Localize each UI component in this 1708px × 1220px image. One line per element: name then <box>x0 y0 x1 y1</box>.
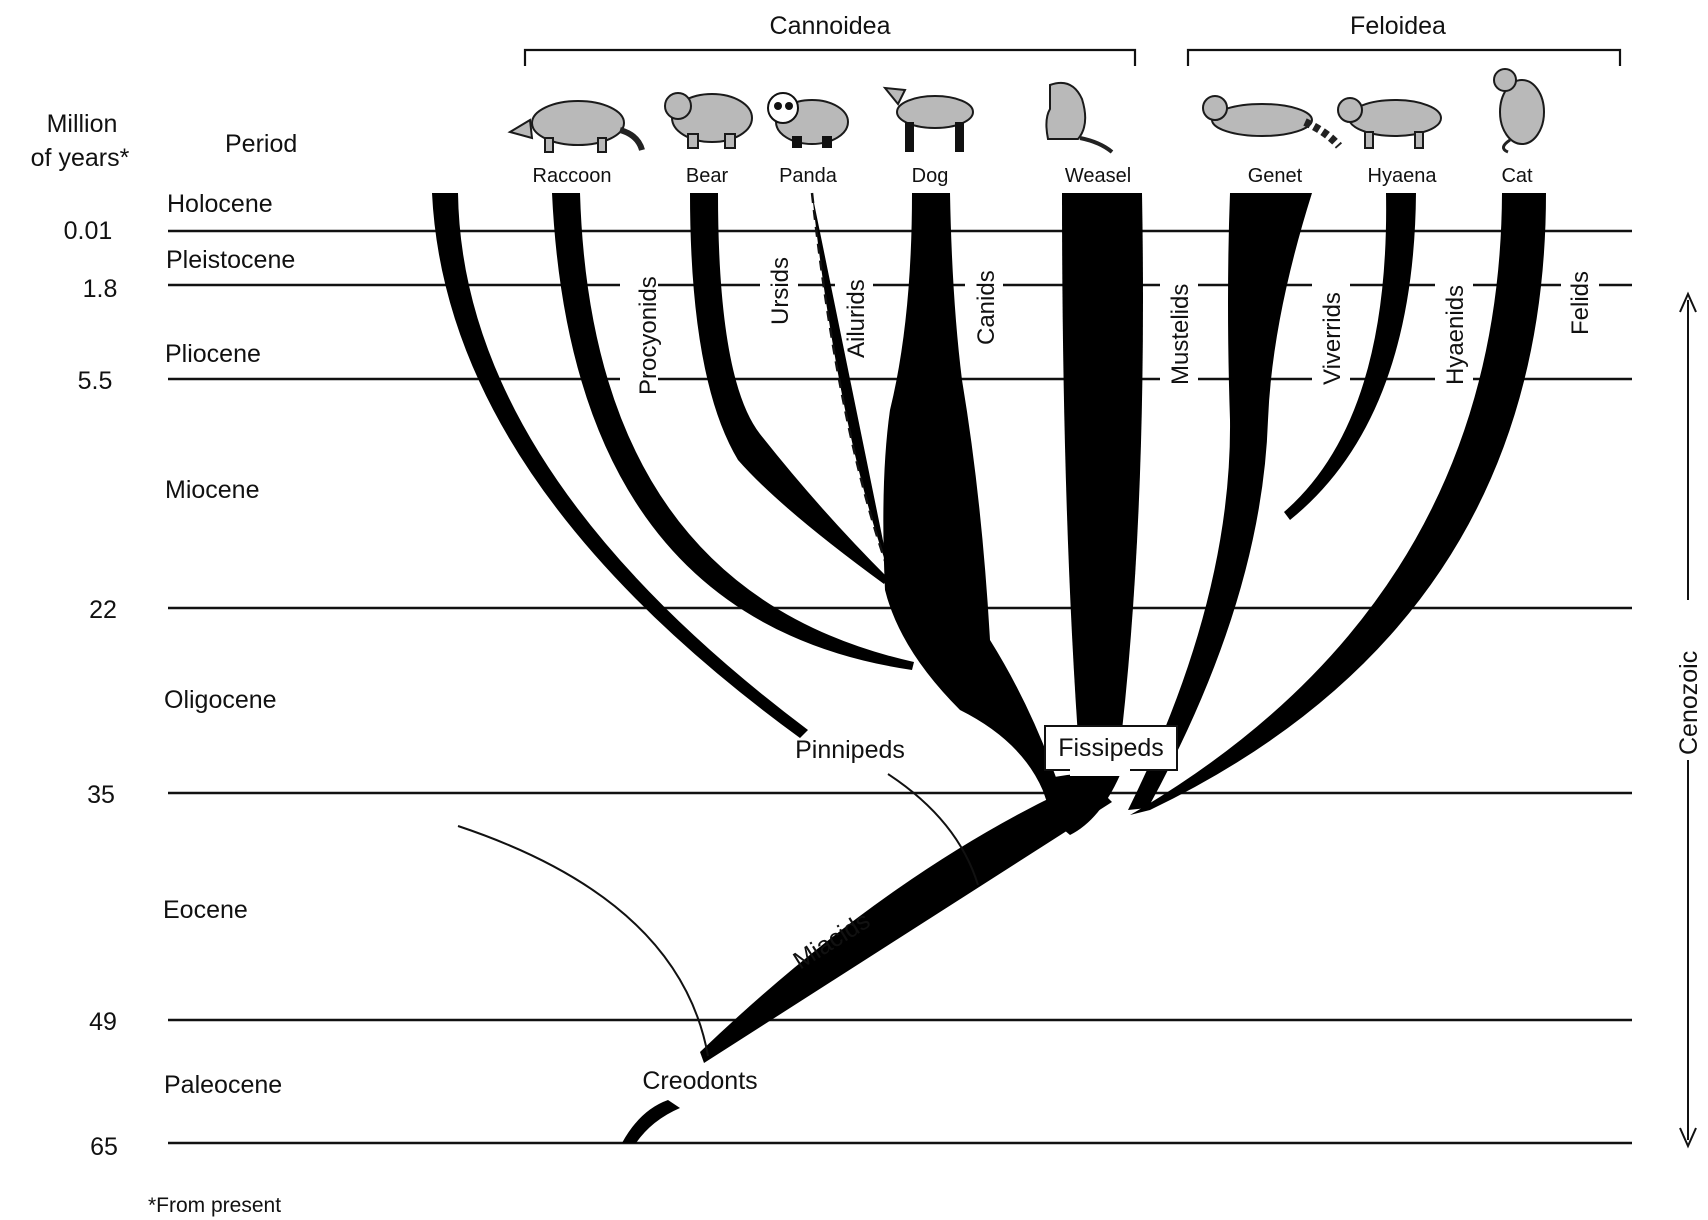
animal-name-bear: Bear <box>686 165 729 187</box>
age-49: 49 <box>89 1008 117 1036</box>
age-22: 22 <box>89 596 117 624</box>
miacid-trunk <box>700 790 1112 1063</box>
animal-name-dog: Dog <box>912 165 949 187</box>
weasel-illustration <box>1046 83 1112 152</box>
animal-name-hyaena: Hyaena <box>1368 165 1438 187</box>
cannoidea-bracket <box>525 50 1135 66</box>
age-5-5: 5.5 <box>78 367 113 395</box>
family-label-ursids: Ursids <box>767 257 794 325</box>
bear-illustration <box>665 93 752 148</box>
period-name-paleocene: Paleocene <box>164 1071 282 1099</box>
genet-illustration <box>1203 96 1339 146</box>
group-label-fissipeds: Fissipeds <box>1058 734 1164 762</box>
dog-illustration <box>885 88 973 152</box>
group-label-pinnipeds: Pinnipeds <box>795 736 905 764</box>
cannoidea-label: Cannoidea <box>770 12 891 40</box>
animal-name-panda: Panda <box>779 165 838 187</box>
group-label-creodonts: Creodonts <box>642 1067 757 1095</box>
creodont-curve <box>458 826 708 1056</box>
family-label-procyonids: Procyonids <box>635 276 662 395</box>
cat-illustration <box>1494 69 1544 152</box>
raccoon-illustration <box>510 101 642 152</box>
feloidea-label: Feloidea <box>1350 12 1446 40</box>
panda-illustration <box>768 93 848 148</box>
period-name-eocene: Eocene <box>163 896 248 924</box>
family-label-viverrids: Viverrids <box>1319 292 1346 385</box>
family-label-ailurids: Ailurids <box>843 279 870 358</box>
creodont-stem <box>622 1100 680 1143</box>
age-heading-line-2: of years* <box>31 144 130 172</box>
age-1-8: 1.8 <box>83 275 118 303</box>
period-name-oligocene: Oligocene <box>164 686 277 714</box>
age-65: 65 <box>90 1133 118 1161</box>
age-heading-line-1: Million <box>47 110 118 138</box>
period-name-pleistocene: Pleistocene <box>166 246 295 274</box>
footnote: *From present <box>148 1194 281 1217</box>
family-label-canids: Canids <box>973 270 1000 345</box>
hyaena-illustration <box>1338 98 1441 148</box>
animal-name-genet: Genet <box>1248 165 1303 187</box>
period-name-miocene: Miocene <box>165 476 260 504</box>
animal-name-cat: Cat <box>1501 165 1533 187</box>
feloidea-bracket <box>1188 50 1620 66</box>
animal-name-raccoon: Raccoon <box>533 165 612 187</box>
period-name-pliocene: Pliocene <box>165 340 261 368</box>
mustelid-lineage <box>1062 193 1143 765</box>
animal-name-weasel: Weasel <box>1065 165 1131 187</box>
family-label-mustelids: Mustelids <box>1167 284 1194 385</box>
period-name-holocene: Holocene <box>167 190 273 218</box>
age-0-01: 0.01 <box>64 217 113 245</box>
family-label-felids: Felids <box>1567 271 1594 335</box>
family-label-hyaenids: Hyaenids <box>1442 285 1469 385</box>
period-heading: Period <box>225 130 297 158</box>
age-35: 35 <box>87 781 115 809</box>
era-label-cenozoic: Cenozoic <box>1675 651 1703 755</box>
